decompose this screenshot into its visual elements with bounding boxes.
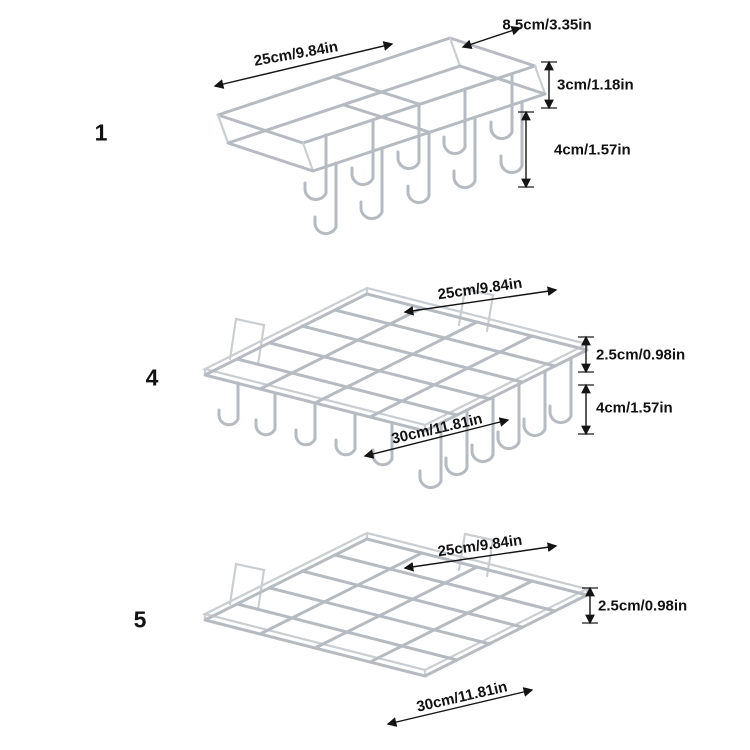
item-number-1: 1 (94, 119, 108, 146)
rack-4-illustration (185, 280, 620, 520)
rack-4-drawing (201, 286, 594, 490)
item-number-5: 5 (133, 606, 147, 633)
shelf-grid (203, 292, 589, 433)
rack-5-drawing (201, 531, 598, 727)
dimension-label-lip-height: 2.5cm/0.98in (598, 597, 688, 615)
dimension-arrow-width-25cm (403, 286, 558, 316)
dimension-arrow-depth-8-5cm (461, 26, 522, 49)
item-number-4: 4 (145, 364, 159, 391)
hooks-back-row (303, 72, 514, 202)
dimension-arrow-width-25cm (403, 542, 558, 572)
frame-connectors (216, 36, 547, 173)
shelf-grid (203, 537, 589, 678)
dimension-label-depth: 8.5cm/3.35in (502, 16, 592, 34)
dimension-label-frame-gap: 3cm/1.18in (557, 76, 634, 94)
hooks-front-row (313, 100, 524, 236)
dimension-arrow-hook-4cm (578, 383, 594, 436)
dimension-arrow-lip-2-5cm (582, 586, 598, 625)
dimension-arrow-gap-3cm (541, 60, 557, 110)
rack-1-drawing (213, 26, 557, 236)
dimension-label-hook-height: 4cm/1.57in (596, 399, 673, 417)
dimension-arrow-length-30cm (363, 417, 510, 459)
rack-1-illustration (185, 18, 575, 263)
rack-5-illustration (185, 525, 620, 740)
dimension-arrow-hook-4cm (518, 110, 534, 189)
dimension-arrow-length-30cm (386, 687, 534, 727)
hooks-left-edge (217, 381, 394, 467)
dimension-arrow-lip-2-5cm (578, 335, 594, 374)
dimension-label-hook-height: 4cm/1.57in (554, 141, 631, 159)
dimension-label-lip-height: 2.5cm/0.98in (596, 346, 686, 364)
dimension-arrow-width-25cm (213, 41, 394, 89)
lower-frame (226, 64, 547, 173)
